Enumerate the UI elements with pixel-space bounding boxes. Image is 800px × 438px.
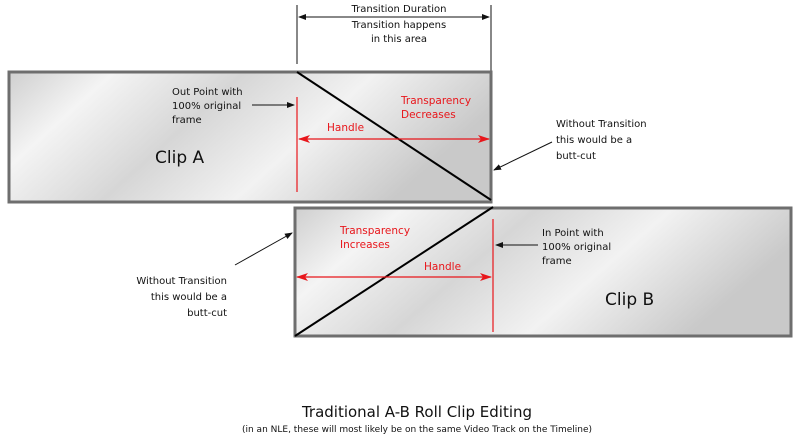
butt-cut-a-3: butt-cut [556, 151, 596, 162]
handle-label-a: Handle [327, 122, 364, 134]
in-point-label-2: 100% original [542, 242, 611, 253]
clip-a-label: Clip A [155, 148, 205, 168]
butt-cut-a-1: Without Transition [556, 119, 647, 130]
transition-duration-bracket: Transition Duration Transition happens i… [296, 4, 492, 72]
transparency-increases-1: Transparency [339, 225, 410, 237]
butt-cut-b-1: Without Transition [136, 276, 227, 287]
clip-a: Out Point with 100% original frame Trans… [7, 70, 493, 204]
transparency-increases-2: Increases [340, 239, 390, 251]
fade-in-diagonal [294, 206, 494, 337]
diagram-title: Traditional A-B Roll Clip Editing [301, 403, 532, 421]
diagram-subtitle: (in an NLE, these will most likely be on… [242, 425, 592, 435]
out-point-label-3: frame [172, 115, 202, 126]
butt-cut-a-2: this would be a [556, 135, 632, 146]
in-point-label-3: frame [542, 256, 572, 267]
butt-cut-arrow-a [493, 141, 553, 171]
out-point-label-2: 100% original [172, 101, 241, 112]
out-point-label-1: Out Point with [172, 87, 243, 98]
transparency-decreases-1: Transparency [400, 95, 471, 107]
transition-duration-label: Transition Duration [351, 4, 447, 15]
transition-area-line1: Transition happens [351, 20, 446, 31]
transition-area-line2: in this area [371, 34, 427, 45]
clip-b: In Point with 100% original frame Transp… [293, 206, 793, 338]
clip-b-label: Clip B [605, 290, 654, 310]
in-point-label-1: In Point with [542, 228, 604, 239]
butt-cut-b-2: this would be a [151, 292, 227, 303]
butt-cut-b-3: butt-cut [187, 308, 227, 319]
butt-cut-arrow-b [234, 232, 293, 266]
handle-label-b: Handle [424, 261, 461, 273]
transparency-decreases-2: Decreases [401, 109, 456, 121]
